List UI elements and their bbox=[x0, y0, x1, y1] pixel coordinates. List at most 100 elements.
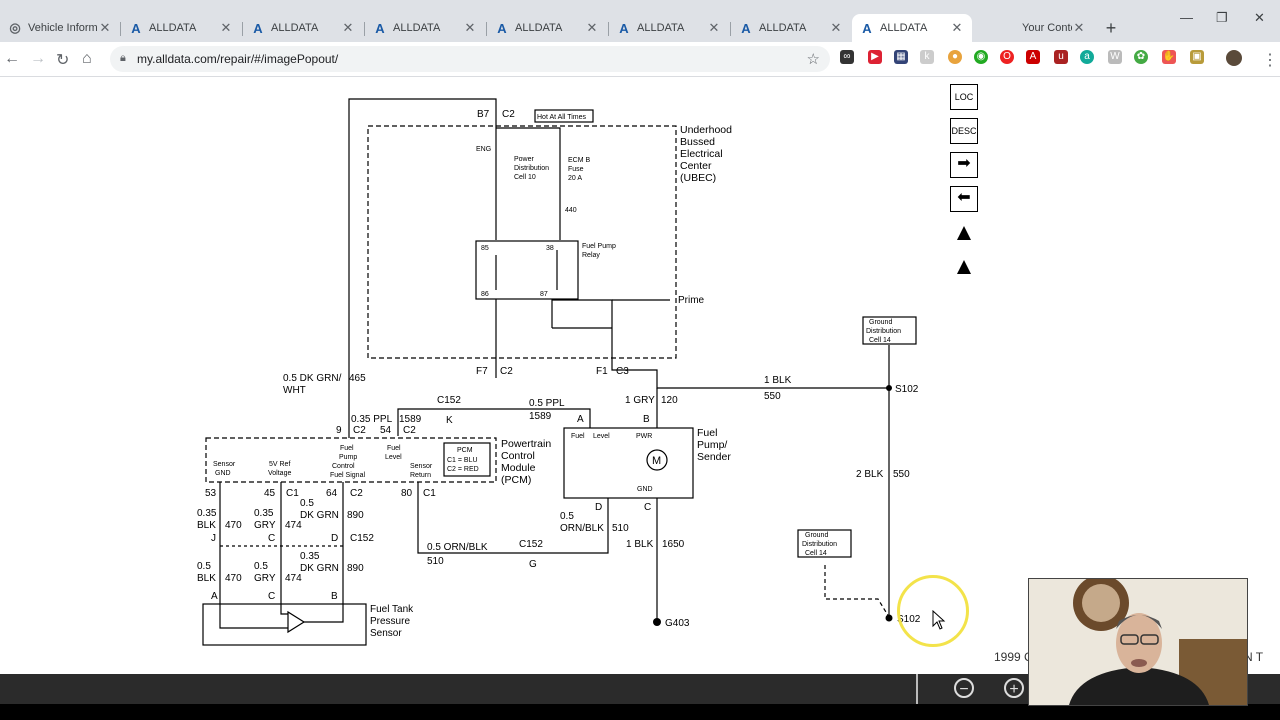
connector-c1: C1 bbox=[423, 488, 436, 499]
tab-title: ALLDATA bbox=[149, 22, 197, 34]
address-url[interactable]: my.alldata.com/repair/#/imagePopout/ bbox=[137, 52, 339, 66]
close-icon[interactable]: ✕ bbox=[464, 20, 476, 35]
close-icon[interactable]: ✕ bbox=[1073, 20, 1085, 35]
ubec-label: (UBEC) bbox=[680, 172, 716, 184]
alldata-logo-icon: A bbox=[375, 20, 385, 36]
tab-alldata[interactable]: A ALLDATA ✕ bbox=[731, 14, 851, 42]
loc-button[interactable]: LOC bbox=[950, 84, 978, 110]
wire-ppl: 0.35 PPL bbox=[351, 414, 393, 425]
extension-hand-icon[interactable]: ✋ bbox=[1162, 50, 1176, 64]
webcam-overlay bbox=[1028, 578, 1248, 706]
address-bar[interactable]: 🔒︎ my.alldata.com/repair/#/imagePopout/ … bbox=[110, 46, 830, 72]
wire-550: 550 bbox=[893, 469, 910, 480]
pin-f7: F7 bbox=[476, 366, 488, 377]
wire-number: 474 bbox=[285, 573, 302, 584]
extension-w-icon[interactable]: W bbox=[1108, 50, 1122, 64]
wire-label: DK GRN bbox=[300, 510, 339, 521]
tab-vehicle-information[interactable]: ◎ Vehicle Informat ✕ bbox=[0, 14, 120, 42]
tab-alldata-active[interactable]: A ALLDATA ✕ bbox=[852, 14, 972, 42]
presenter-video bbox=[1029, 579, 1247, 705]
desc-button[interactable]: DESC bbox=[950, 118, 978, 144]
reload-icon[interactable]: ↻ bbox=[56, 52, 70, 69]
wire-label: 0.5 ORN/BLK bbox=[427, 542, 488, 553]
tab-alldata[interactable]: A ALLDATA ✕ bbox=[365, 14, 485, 42]
extension-grey-icon[interactable]: k bbox=[920, 50, 934, 64]
new-tab-button[interactable]: + bbox=[1105, 18, 1117, 38]
tab-title: ALLDATA bbox=[880, 22, 928, 34]
extension-opera-icon[interactable]: O bbox=[1000, 50, 1014, 64]
zoom-out-icon[interactable]: − bbox=[954, 678, 974, 698]
wire-number: 890 bbox=[347, 563, 364, 574]
connector-c2: C2 bbox=[353, 425, 366, 436]
pin-b: B bbox=[643, 414, 650, 425]
wire-label: BLK bbox=[197, 520, 216, 531]
extension-red-icon[interactable]: ▶ bbox=[868, 50, 882, 64]
ecm-fuse-label: Fuse bbox=[568, 166, 584, 173]
extension-ublock-icon[interactable]: u bbox=[1054, 50, 1068, 64]
hot-at-all-times-label: Hot At All Times bbox=[537, 114, 587, 121]
ground-distribution-label: Cell 14 bbox=[805, 550, 827, 557]
arrow-right-icon[interactable]: ➡ bbox=[950, 152, 978, 178]
esd-warning-icon[interactable]: ▲ bbox=[950, 254, 978, 280]
menu-kebab-icon[interactable]: ⋮ bbox=[1262, 52, 1278, 69]
close-window-icon[interactable]: ✕ bbox=[1254, 10, 1265, 25]
pin-a: A bbox=[211, 591, 218, 602]
pcm-label: Module bbox=[501, 462, 536, 474]
tab-your-content[interactable]: Your Content ✕ bbox=[974, 14, 1094, 42]
wire-label: 0.5 bbox=[254, 561, 268, 572]
wire-label: 0.5 bbox=[560, 511, 574, 522]
pin-38: 38 bbox=[546, 245, 554, 252]
ecm-fuse-label: 20 A bbox=[568, 175, 582, 182]
connector-c2: C2 bbox=[500, 366, 513, 377]
wire-label: GRY bbox=[254, 520, 276, 531]
wire-label: ORN/BLK bbox=[560, 523, 604, 534]
extension-teal-icon[interactable]: a bbox=[1080, 50, 1094, 64]
alldata-logo-icon: A bbox=[497, 20, 507, 36]
wire-1589: 1589 bbox=[529, 411, 552, 422]
wire-440: 440 bbox=[565, 207, 577, 214]
globe-icon: ◎ bbox=[9, 20, 21, 35]
wire-ppl: 0.5 PPL bbox=[529, 398, 565, 409]
restore-icon[interactable]: ❐ bbox=[1216, 10, 1228, 25]
extension-swirl-icon[interactable]: ✿ bbox=[1134, 50, 1148, 64]
pin-87: 87 bbox=[540, 291, 548, 298]
forward-icon[interactable]: → bbox=[30, 50, 46, 67]
tab-alldata[interactable]: A ALLDATA ✕ bbox=[243, 14, 363, 42]
extension-glasses-icon[interactable]: ∞ bbox=[840, 50, 854, 64]
extension-box-icon[interactable]: ▣ bbox=[1190, 50, 1204, 64]
connector-c3: C3 bbox=[616, 366, 629, 377]
pcm-box-label: PCM bbox=[457, 447, 473, 454]
pin-53: 53 bbox=[205, 488, 217, 499]
home-icon[interactable]: ⌂ bbox=[82, 50, 92, 67]
bookmark-star-icon[interactable]: ☆ bbox=[806, 51, 820, 68]
extension-cookie-icon[interactable]: ● bbox=[948, 50, 962, 64]
tab-alldata[interactable]: A ALLDATA ✕ bbox=[609, 14, 729, 42]
extension-calendar-icon[interactable]: ▦ bbox=[894, 50, 908, 64]
arrow-left-icon[interactable]: ⬅ bbox=[950, 186, 978, 212]
back-icon[interactable]: ← bbox=[4, 50, 20, 67]
close-icon[interactable]: ✕ bbox=[586, 20, 598, 35]
close-icon[interactable]: ✕ bbox=[830, 20, 842, 35]
sensor-label: Fuel Tank bbox=[370, 604, 414, 615]
profile-avatar-icon[interactable] bbox=[1226, 50, 1242, 66]
close-icon[interactable]: ✕ bbox=[220, 20, 232, 35]
minimize-icon[interactable]: — bbox=[1180, 10, 1193, 25]
zoom-in-icon[interactable]: + bbox=[1004, 678, 1024, 698]
ubec-label: Center bbox=[680, 160, 712, 172]
pin-d: D bbox=[331, 533, 338, 544]
wire-label: 0.5 bbox=[197, 561, 211, 572]
tab-alldata[interactable]: A ALLDATA ✕ bbox=[487, 14, 607, 42]
tab-alldata[interactable]: A ALLDATA ✕ bbox=[121, 14, 241, 42]
extension-green-icon[interactable]: ◉ bbox=[974, 50, 988, 64]
connector-c2: C2 bbox=[502, 109, 515, 120]
caution-triangle-icon[interactable]: ▲ bbox=[950, 220, 978, 246]
pin-86: 86 bbox=[481, 291, 489, 298]
wire-1589: 1589 bbox=[399, 414, 422, 425]
extension-adblock-icon[interactable]: A bbox=[1026, 50, 1040, 64]
tab-title: Vehicle Informat bbox=[28, 22, 98, 34]
close-icon[interactable]: ✕ bbox=[342, 20, 354, 35]
close-icon[interactable]: ✕ bbox=[951, 20, 963, 35]
pcm-pin-label: Fuel bbox=[387, 445, 401, 452]
close-icon[interactable]: ✕ bbox=[708, 20, 720, 35]
close-icon[interactable]: ✕ bbox=[99, 20, 111, 35]
